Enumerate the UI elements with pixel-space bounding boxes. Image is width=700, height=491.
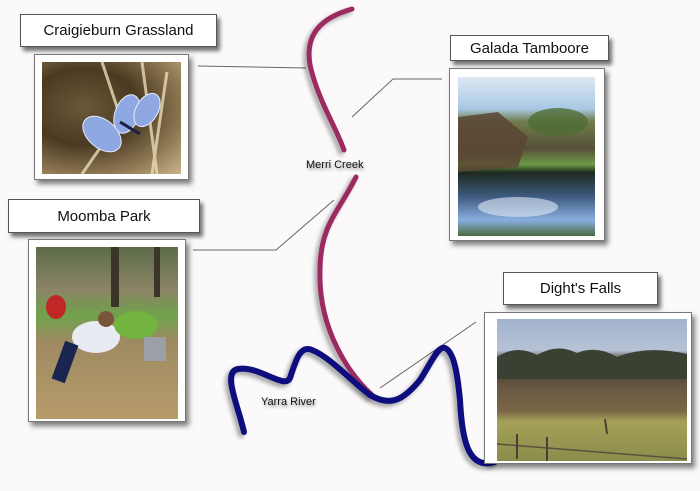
site-photo-frame-moomba-park	[28, 239, 186, 422]
photo-butterfly	[42, 62, 181, 174]
site-label-moomba-park: Moomba Park	[8, 199, 200, 233]
photo-tree-planting	[36, 247, 178, 419]
site-photo-frame-galada-tamboore	[449, 68, 605, 241]
merri-creek-path	[306, 6, 355, 153]
site-label-craigieburn: Craigieburn Grassland	[20, 14, 217, 47]
photo-grassy-hill	[497, 319, 687, 461]
yarra-river-path	[228, 344, 498, 467]
photo-creek-pool	[458, 77, 595, 236]
leader-lines	[193, 65, 477, 389]
site-photo-frame-craigieburn	[34, 54, 189, 180]
site-label-galada-tamboore: Galada Tamboore	[450, 35, 609, 61]
site-photo-frame-dights-falls	[484, 312, 692, 464]
site-label-dights-falls: Dight's Falls	[503, 272, 658, 305]
yarra-river-label: Yarra River	[261, 396, 316, 408]
merri-creek-label: Merri Creek	[306, 159, 364, 171]
